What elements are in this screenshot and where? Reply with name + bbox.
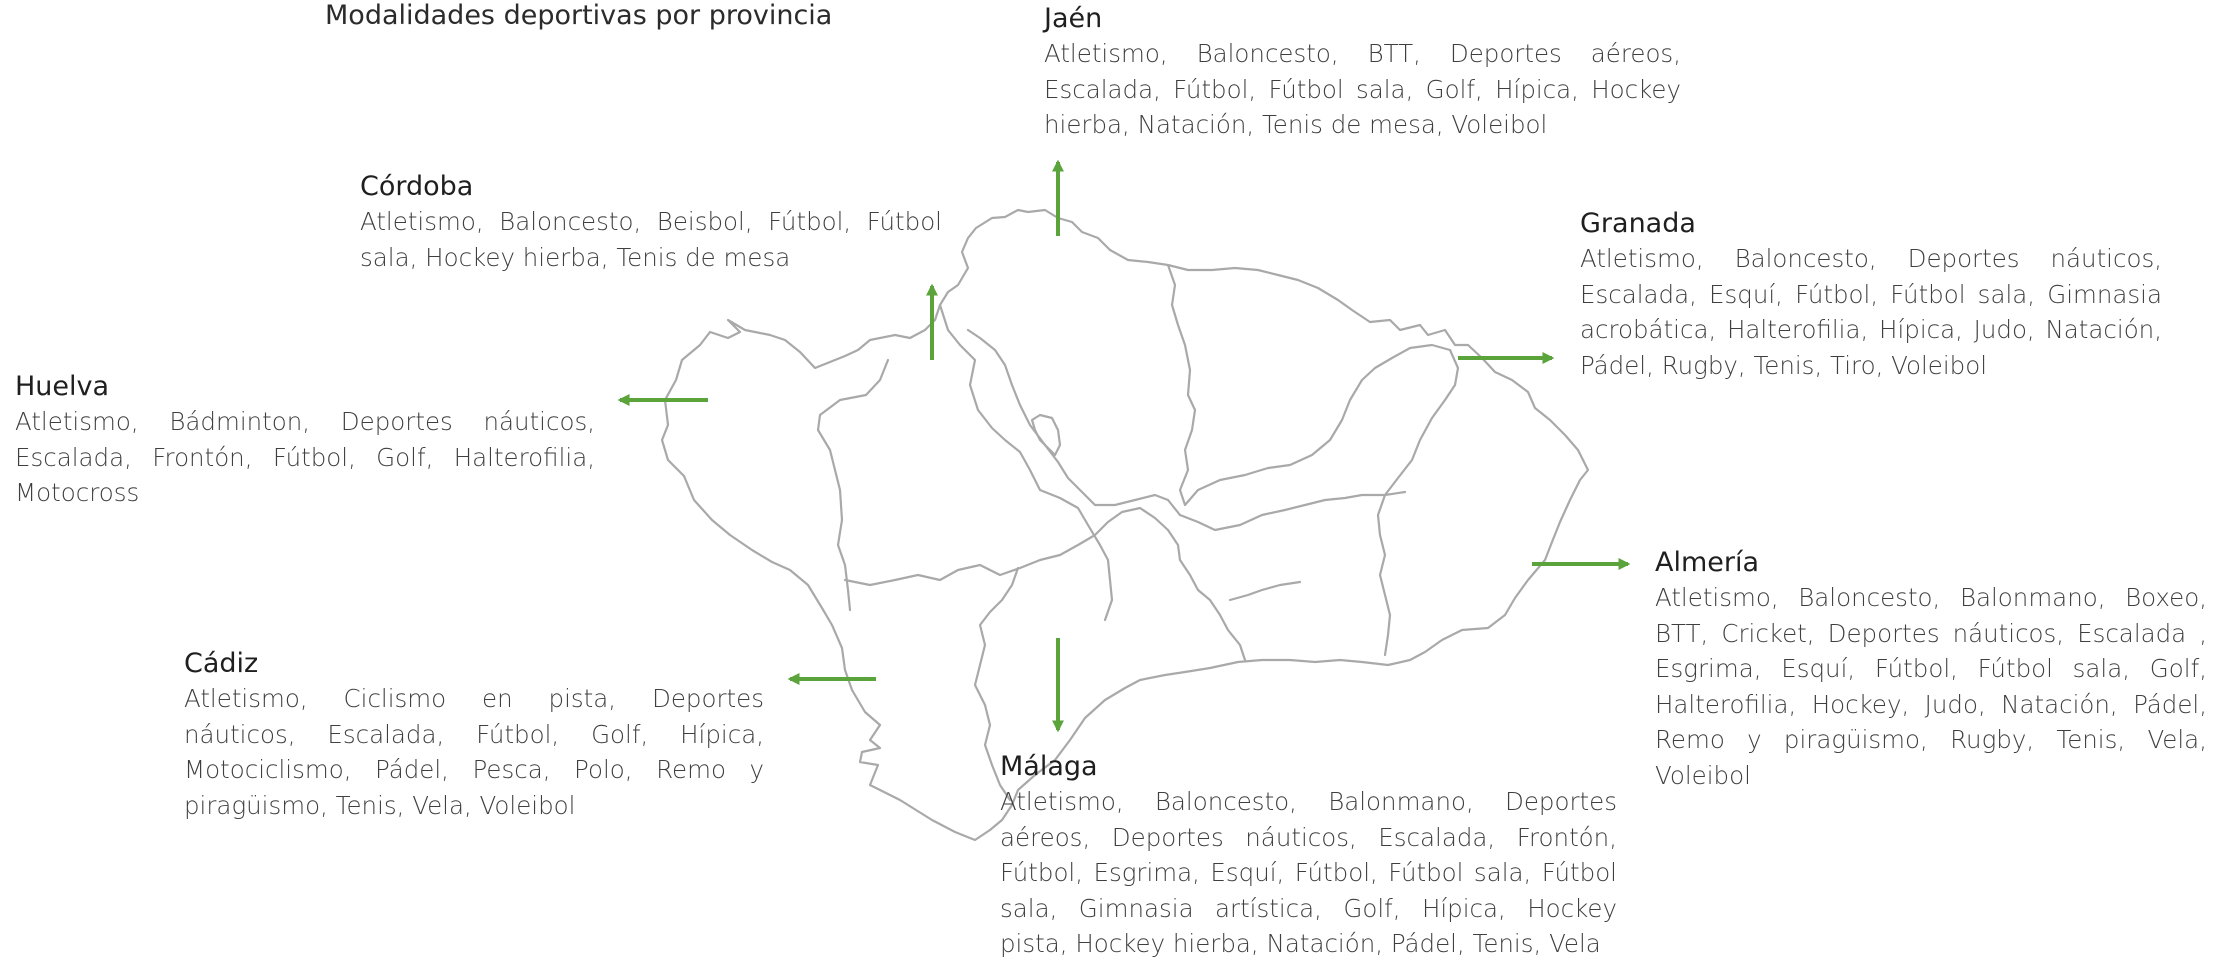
- province-sports-granada: Atletismo, Baloncesto, Deportes náuticos…: [1580, 244, 2162, 380]
- province-name-almeria: Almería: [1655, 547, 1760, 578]
- province-sports-malaga: Atletismo, Baloncesto, Balonmano, Deport…: [1000, 787, 1617, 958]
- province-label-huelva: Huelva Atletismo, Bádminton, Deportes ná…: [15, 370, 595, 511]
- border-cadiz-malaga: [973, 566, 1020, 802]
- border-granada-almeria: [1376, 348, 1460, 657]
- province-name-malaga: Málaga: [1000, 751, 1098, 782]
- province-label-cadiz: Cádiz Atletismo, Ciclismo en pista, Depo…: [184, 647, 764, 823]
- province-label-cordoba: Córdoba Atletismo, Baloncesto, Beisbol, …: [360, 170, 942, 275]
- border-huelva-sevilla: [816, 358, 890, 612]
- province-name-cadiz: Cádiz: [184, 648, 259, 679]
- province-sports-jaen: Atletismo, Baloncesto, BTT, Deportes aér…: [1044, 39, 1681, 139]
- province-sports-almeria: Atletismo, Baloncesto, Balonmano, Boxeo,…: [1655, 583, 2207, 790]
- inner-detail-east: [1228, 580, 1302, 602]
- border-sevilla-south: [843, 506, 1170, 587]
- province-name-huelva: Huelva: [15, 371, 110, 402]
- province-name-cordoba: Córdoba: [360, 171, 474, 202]
- province-label-jaen: Jaén Atletismo, Baloncesto, BTT, Deporte…: [1044, 2, 1681, 143]
- border-cordoba-south: [1166, 528, 1247, 662]
- province-sports-huelva: Atletismo, Bádminton, Deportes náuticos,…: [15, 407, 595, 507]
- province-sports-cordoba: Atletismo, Baloncesto, Beisbol, Fútbol, …: [360, 207, 942, 272]
- province-name-jaen: Jaén: [1044, 3, 1103, 34]
- province-name-granada: Granada: [1580, 208, 1696, 239]
- border-cordoba-jaen: [966, 328, 1182, 517]
- border-malaga-granada: [1178, 490, 1407, 532]
- province-label-granada: Granada Atletismo, Baloncesto, Deportes …: [1580, 207, 2162, 383]
- province-label-almeria: Almería Atletismo, Baloncesto, Balonmano…: [1655, 546, 2207, 793]
- border-jaen-granada: [1166, 263, 1452, 507]
- border-sevilla-cordoba: [938, 303, 1114, 622]
- province-sports-cadiz: Atletismo, Ciclismo en pista, Deportes n…: [184, 684, 764, 820]
- province-label-malaga: Málaga Atletismo, Baloncesto, Balonmano,…: [1000, 750, 1617, 962]
- map-title: Modalidades deportivas por provincia: [325, 0, 833, 31]
- region-outline: [660, 208, 1590, 842]
- inner-detail: [1030, 413, 1062, 457]
